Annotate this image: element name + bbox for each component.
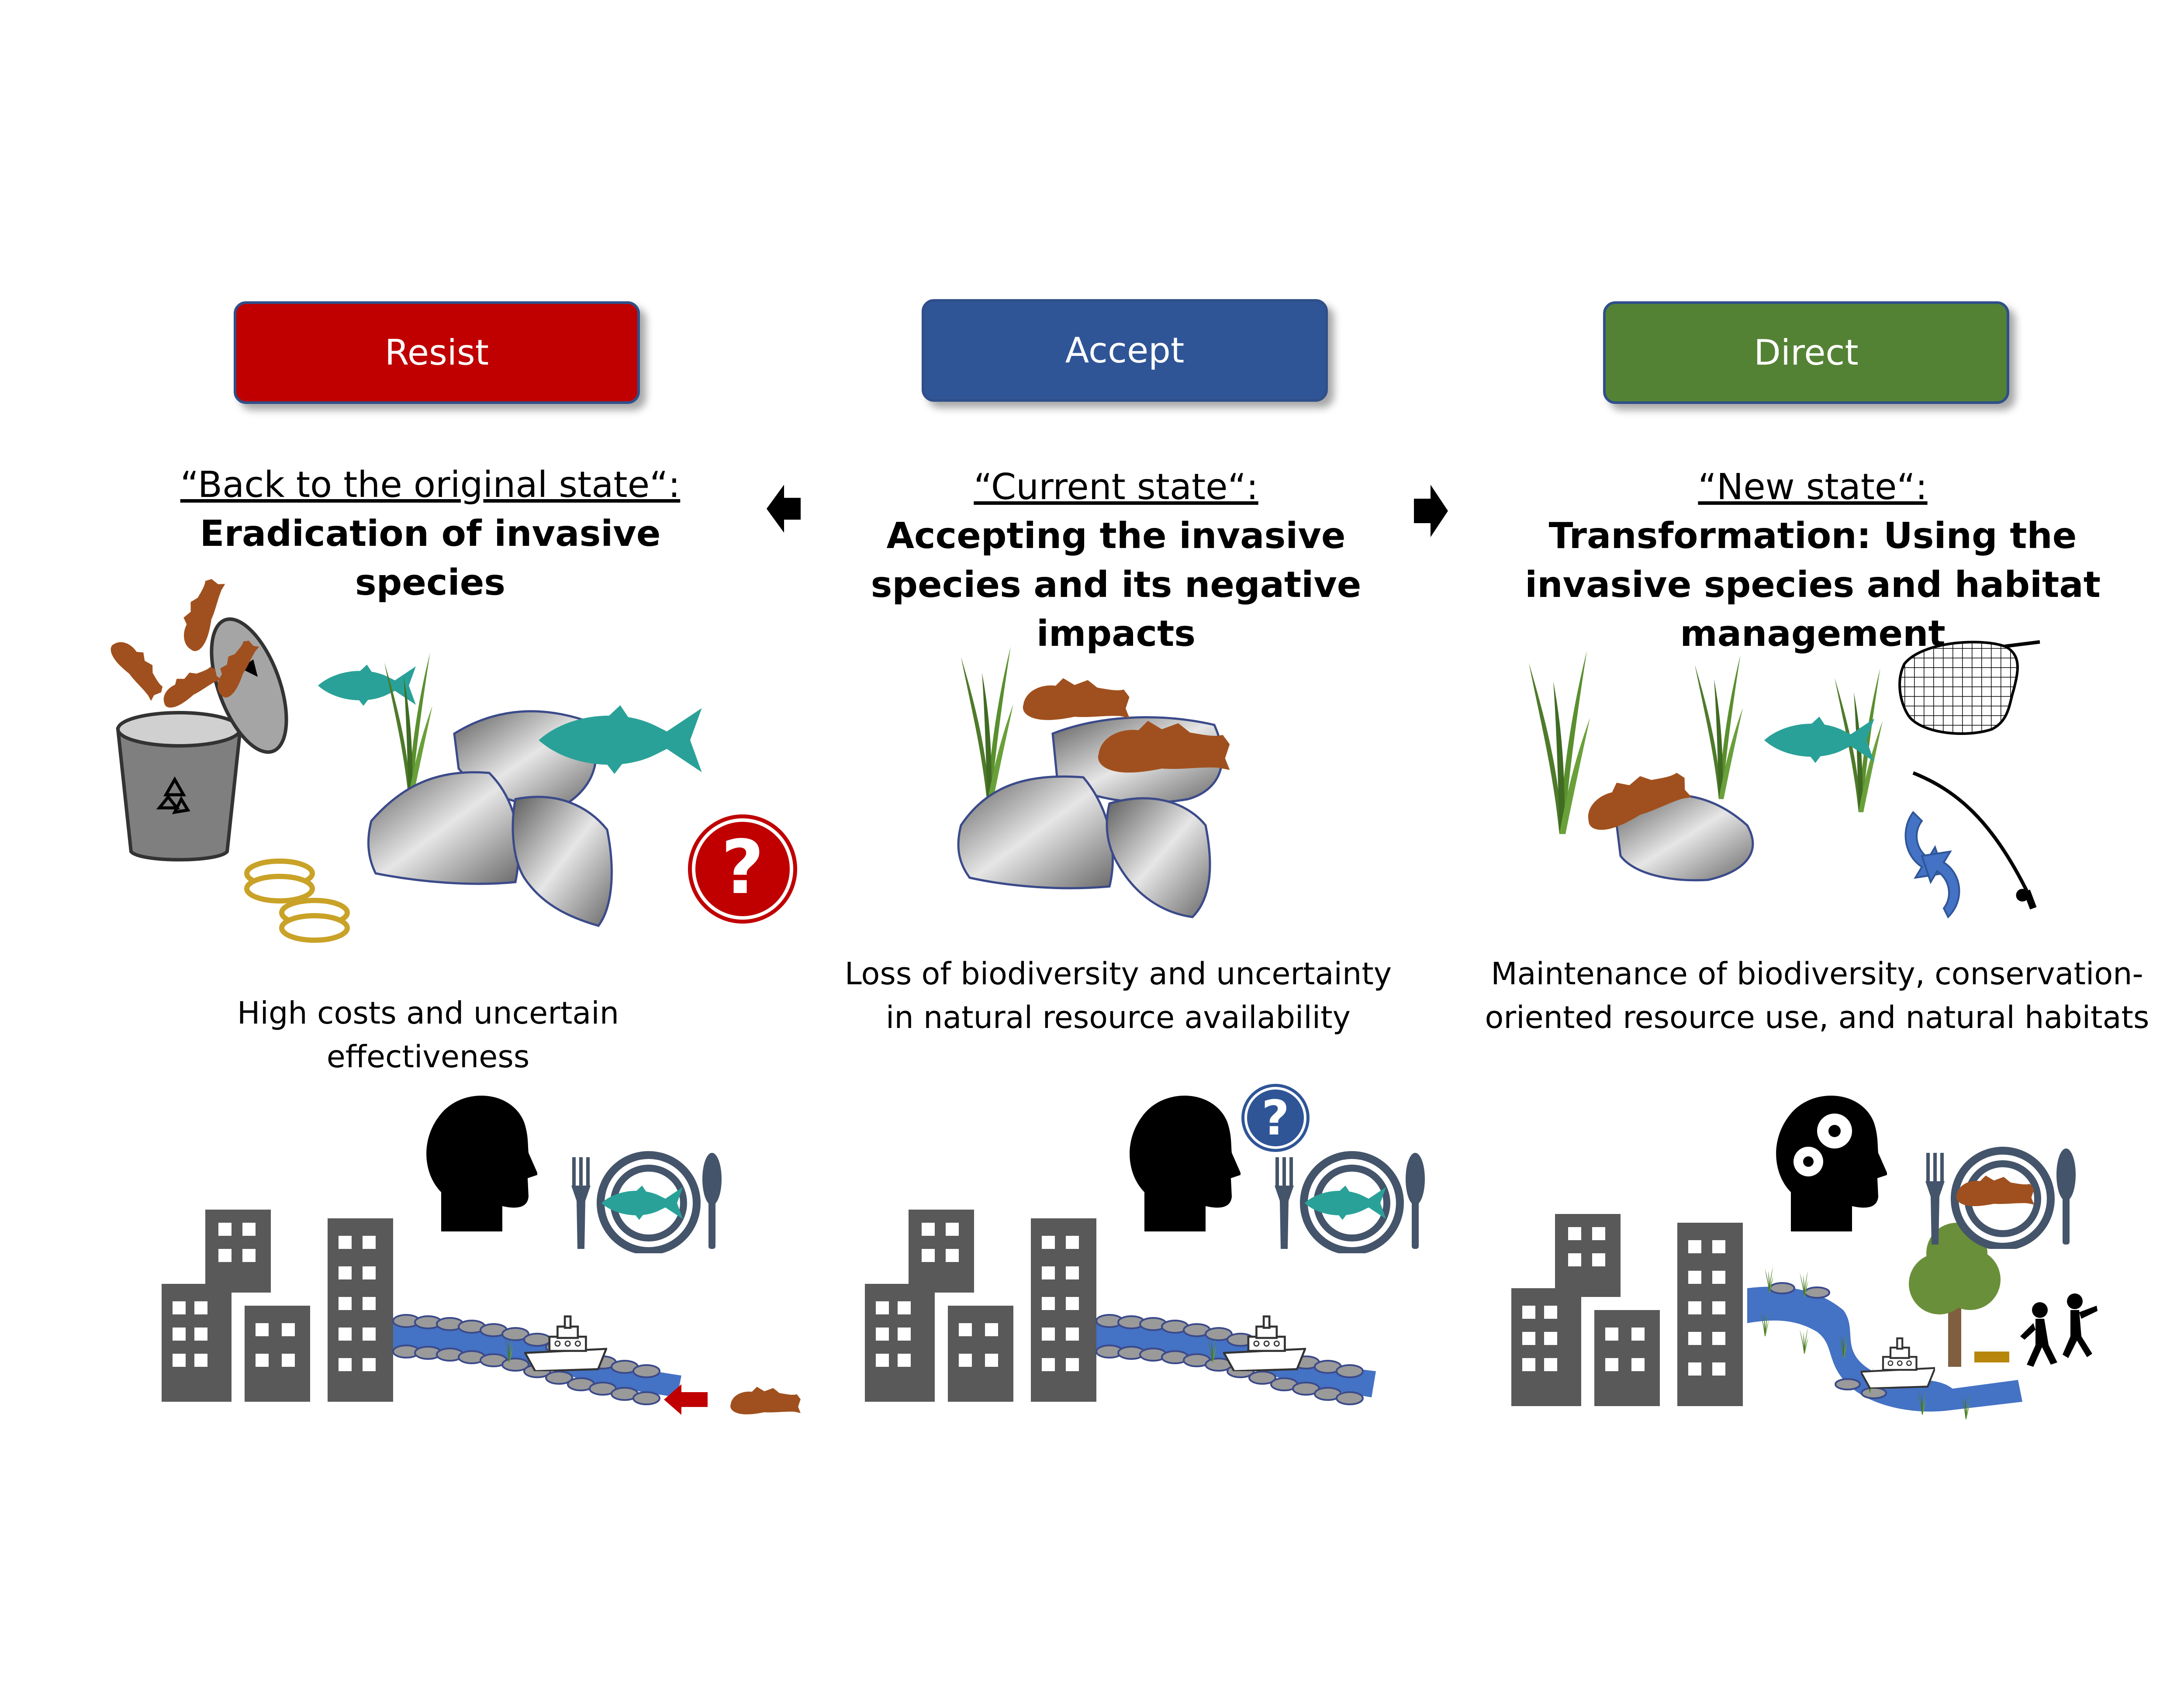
resist-state: “Back to the original state“: Eradicatio…	[140, 461, 721, 607]
resist-state-quote: “Back to the original state“:	[180, 464, 681, 506]
coins-icon	[244, 859, 350, 943]
accept-state-quote: “Current state“:	[974, 466, 1258, 508]
grass-icon	[1529, 651, 1590, 834]
direct-state-bold: Transformation: Using the invasive speci…	[1525, 515, 2101, 655]
question-icon: ?	[688, 814, 797, 924]
resist-description: High costs and uncertain effectiveness	[237, 995, 619, 1075]
resist-habitat-scene: ?	[107, 574, 797, 943]
left-arrow-icon	[767, 485, 801, 533]
accept-description: Loss of biodiversity and uncertainty in …	[844, 956, 1392, 1035]
resist-city-scene	[162, 1095, 801, 1415]
tree-icon	[1909, 1223, 2009, 1367]
grass-icon	[961, 646, 1013, 803]
head-gears-icon	[1776, 1095, 1887, 1231]
net-icon	[1898, 640, 2040, 735]
head-icon	[426, 1095, 537, 1231]
fishing-rod-icon	[1912, 771, 2037, 910]
trash-bin-icon	[107, 574, 288, 862]
resist-header-label: Resist	[384, 332, 489, 373]
boat-icon	[1861, 1338, 1935, 1389]
right-arrow-icon	[1414, 485, 1448, 537]
goby-icon	[730, 1386, 801, 1414]
direct-state: “New state“: Transformation: Using the i…	[1494, 463, 2132, 659]
direct-header-label: Direct	[1754, 332, 1859, 373]
head-icon	[1130, 1095, 1241, 1231]
direct-state-quote: “New state“:	[1698, 466, 1928, 508]
plate-icon	[1275, 1153, 1425, 1251]
city-icon	[1511, 1214, 1743, 1406]
river-icon	[1747, 1266, 2022, 1419]
svg-text:?: ?	[1261, 1090, 1289, 1146]
question-icon: ?	[1241, 1084, 1310, 1152]
resist-state-bold: Eradication of invasive species	[200, 513, 661, 603]
svg-text:?: ?	[721, 824, 764, 911]
accept-header: Accept	[922, 299, 1328, 402]
city-icon	[865, 1210, 1096, 1402]
accept-state-bold: Accepting the invasive species and its n…	[871, 515, 1362, 655]
direct-habitat-scene	[1529, 640, 2040, 919]
resist-header: Resist	[234, 301, 640, 404]
direct-description: Maintenance of biodiversity, conservatio…	[1485, 956, 2149, 1035]
grass-icon-2	[1695, 655, 1743, 799]
direct-city-scene	[1511, 1095, 2098, 1419]
red-arrow-icon	[664, 1384, 708, 1415]
cycle-arrows-icon	[1904, 810, 1960, 919]
people-icon	[2020, 1293, 2098, 1367]
plate-icon	[571, 1153, 722, 1251]
direct-header: Direct	[1603, 301, 2009, 404]
accept-habitat-scene	[957, 646, 1230, 918]
city-icon	[162, 1210, 393, 1402]
accept-state: “Current state“: Accepting the invasive …	[834, 463, 1398, 659]
accept-city-scene: ?	[865, 1084, 1450, 1405]
fish-icon	[318, 665, 416, 706]
accept-header-label: Accept	[1065, 330, 1185, 371]
